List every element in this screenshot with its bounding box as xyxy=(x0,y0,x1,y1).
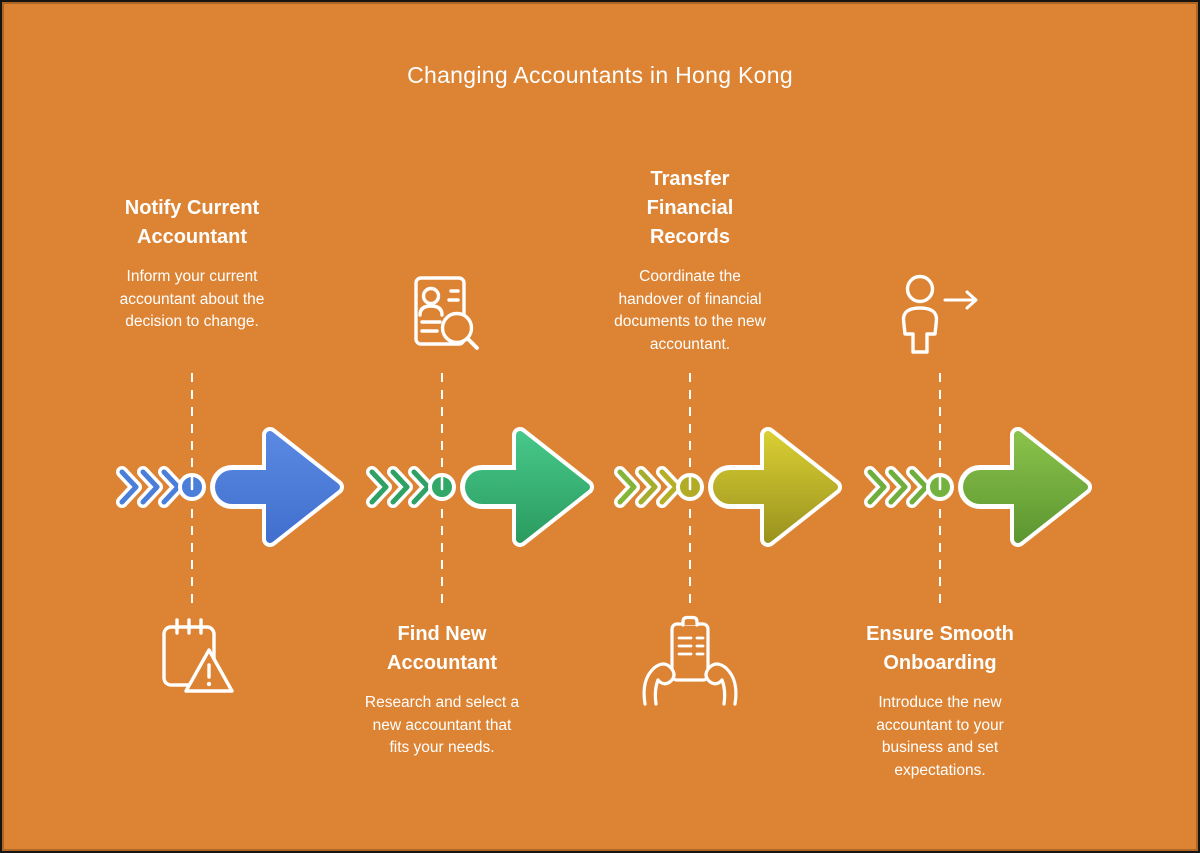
resume-search-icon xyxy=(414,276,479,350)
chevron-icon xyxy=(614,466,640,508)
arrow-icon xyxy=(958,427,1092,547)
step-dot xyxy=(178,473,206,501)
chevron-icon xyxy=(387,466,413,508)
chevron-icon xyxy=(408,466,434,508)
step-text: Ensure Smooth Onboarding Introduce the n… xyxy=(815,620,1065,782)
step-title: Notify Current Accountant xyxy=(124,197,260,248)
step-text: Transfer Financial Records Coordinate th… xyxy=(565,165,815,356)
step-description: Research and select a new accountant tha… xyxy=(364,694,520,756)
flow-arrow-group xyxy=(116,427,344,547)
chevron-icon xyxy=(656,466,682,508)
flow-arrow-group xyxy=(366,427,594,547)
step-dot xyxy=(676,473,704,501)
flow-arrow-group xyxy=(614,427,842,547)
step-description: Inform your current accountant about the… xyxy=(119,268,265,330)
step-title: Ensure Smooth Onboarding xyxy=(866,623,1014,674)
arrow-icon xyxy=(210,427,344,547)
person-forward-icon xyxy=(901,274,978,354)
arrow-icon xyxy=(460,427,594,547)
step-title: Find New Accountant xyxy=(387,623,497,674)
arrow-icon xyxy=(708,427,842,547)
chevron-icon xyxy=(116,466,142,508)
step-dot xyxy=(428,473,456,501)
step-find-new-accountant: Find New Accountant Research and select … xyxy=(317,2,594,851)
step-text: Find New Accountant Research and select … xyxy=(317,620,567,760)
chevron-icon xyxy=(906,466,932,508)
step-description: Introduce the new accountant to your bus… xyxy=(876,694,1004,779)
chevron-icon xyxy=(635,466,661,508)
chevron-icon xyxy=(885,466,911,508)
chevron-icon xyxy=(864,466,890,508)
step-text: Notify Current Accountant Inform your cu… xyxy=(67,194,317,334)
clipboard-hands-icon xyxy=(642,615,738,706)
page-title: Changing Accountants in Hong Kong xyxy=(407,62,793,88)
step-ensure-smooth-onboarding: Ensure Smooth Onboarding Introduce the n… xyxy=(815,2,1092,851)
chevron-icon xyxy=(137,466,163,508)
chevron-icon xyxy=(366,466,392,508)
notepad-warning-icon xyxy=(162,618,234,693)
step-title: Transfer Financial Records xyxy=(646,168,734,248)
step-transfer-financial-records: Transfer Financial Records Coordinate th… xyxy=(565,2,842,851)
step-notify-current-accountant: Notify Current Accountant Inform your cu… xyxy=(67,2,344,851)
step-dot xyxy=(926,473,954,501)
step-description: Coordinate the handover of financial doc… xyxy=(614,268,766,353)
chevron-icon xyxy=(158,466,184,508)
flow-arrow-group xyxy=(864,427,1092,547)
